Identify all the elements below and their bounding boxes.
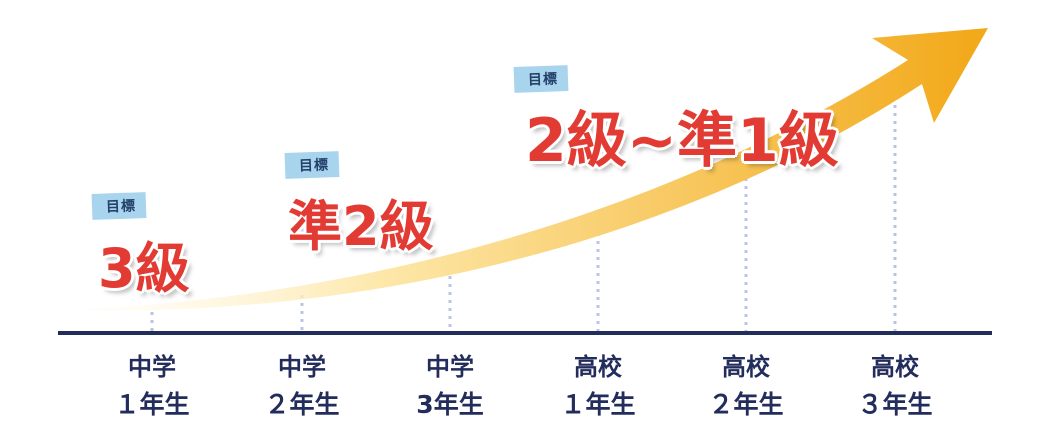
grade-label-6: 高校 ３年生 — [825, 352, 965, 422]
grade-school: 高校 — [574, 353, 622, 381]
growth-arrow — [62, 28, 988, 311]
grade-label-1: 中学 １年生 — [82, 352, 222, 422]
goal-level-2: 準2級 — [288, 195, 434, 258]
grade-year: ２年生 — [264, 390, 340, 419]
grade-school: 中学 — [278, 353, 326, 381]
goal-level-1: 3級 — [98, 237, 190, 300]
grade-label-3: 中学 3年生 — [380, 352, 520, 422]
grade-label-2: 中学 ２年生 — [232, 352, 372, 422]
goal-tag-1: 目標 — [91, 192, 147, 220]
goal-tag-2: 目標 — [284, 151, 340, 179]
grade-year: ３年生 — [857, 390, 933, 419]
grade-label-5: 高校 ２年生 — [676, 352, 816, 422]
goal-tag-3: 目標 — [513, 65, 569, 93]
grade-school: 高校 — [722, 353, 770, 381]
grade-label-4: 高校 １年生 — [528, 352, 668, 422]
goal-level-3: 2級~準1級 — [525, 106, 839, 176]
grade-year: １年生 — [560, 390, 636, 419]
grade-school: 中学 — [128, 353, 176, 381]
grade-school: 高校 — [871, 353, 919, 381]
grade-year: ２年生 — [708, 390, 784, 419]
grade-year: １年生 — [114, 390, 190, 419]
grade-school: 中学 — [426, 353, 474, 381]
grade-year: 3年生 — [416, 390, 484, 419]
